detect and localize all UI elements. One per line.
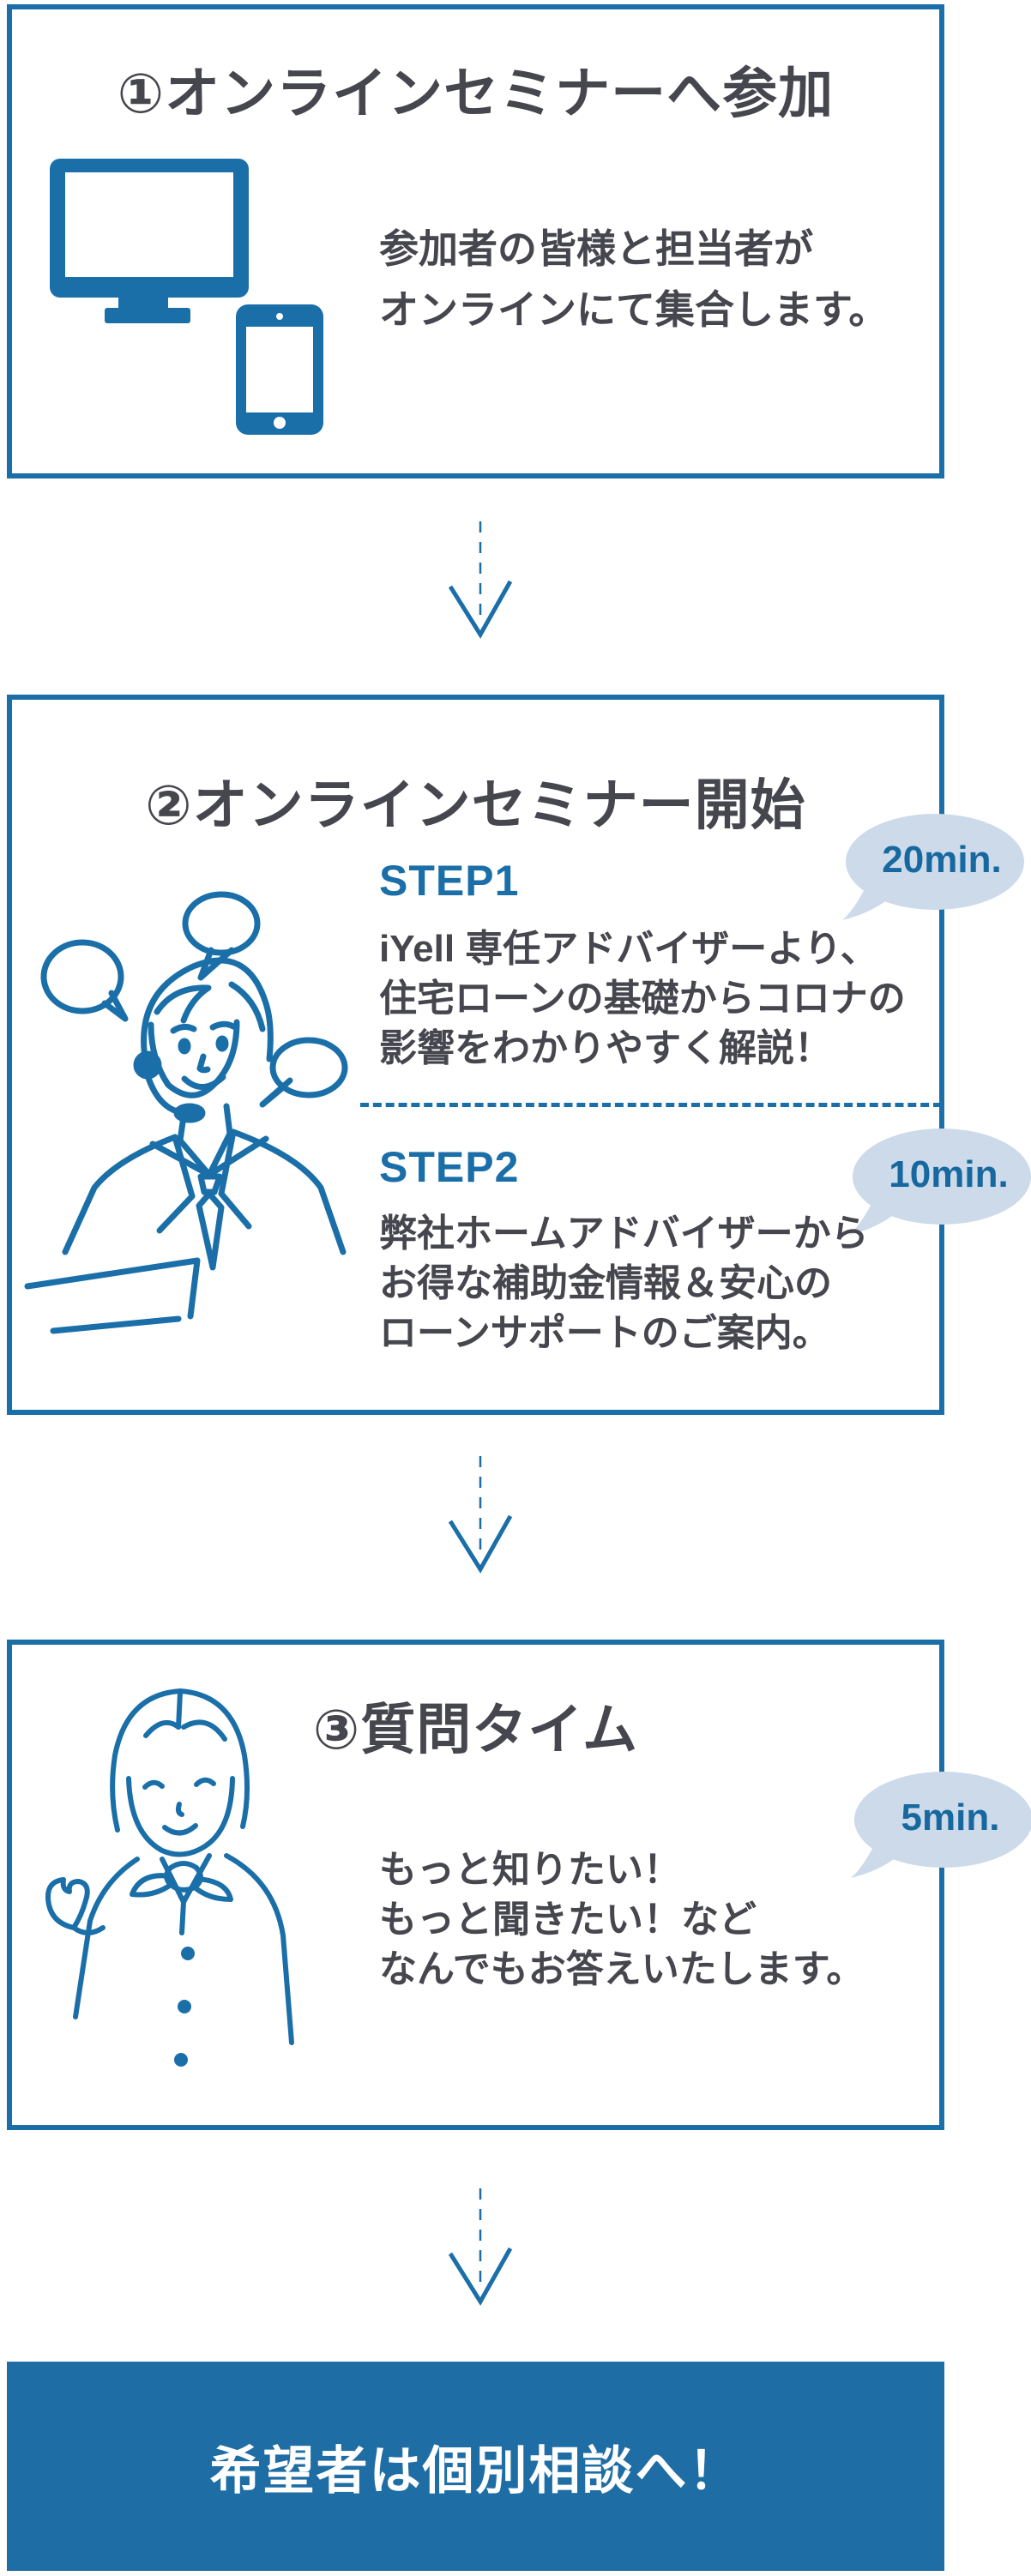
question-duration-label: 5min. bbox=[901, 1797, 1000, 1839]
step2-duration-bubble bbox=[849, 1129, 1031, 1235]
body-line: オンラインにて集合します。 bbox=[379, 287, 889, 332]
devices-illustration bbox=[50, 159, 323, 435]
step1-duration-label: 20min. bbox=[882, 839, 1002, 881]
body-line: 住宅ローンの基礎からコロナの bbox=[379, 978, 906, 1020]
question-duration-bubble bbox=[851, 1772, 1031, 1878]
advisor-woman-illustration bbox=[45, 1688, 294, 2067]
seminar-speaker-illustration bbox=[24, 891, 348, 1334]
body-line: もっと知りたい！ bbox=[379, 1849, 681, 1891]
question-body: もっと知りたい！ もっと聞きたい！など なんでもお答えいたします。 bbox=[379, 1845, 864, 1995]
body-line: 参加者の皆様と担当者が bbox=[379, 226, 813, 271]
body-line: お得な補助金情報＆安心の bbox=[379, 1262, 832, 1304]
speech-bubble-icon bbox=[40, 939, 129, 1022]
body-line: iYell 専任アドバイザーより、 bbox=[379, 928, 878, 970]
down-arrow-icon bbox=[448, 521, 513, 639]
step1-label: STEP1 bbox=[379, 857, 520, 905]
body-line: 影響をわかりやすく解説！ bbox=[379, 1027, 832, 1069]
step2-duration-label: 10min. bbox=[889, 1153, 1009, 1195]
monitor-icon bbox=[50, 159, 249, 323]
body-line: 弊社ホームアドバイザーから bbox=[379, 1213, 869, 1255]
speech-bubble-icon bbox=[259, 1037, 348, 1108]
step1-body: 参加者の皆様と担当者が オンラインにて集合します。 bbox=[379, 219, 888, 340]
advisor-figure bbox=[45, 1688, 294, 2067]
body-line: ローンサポートのご案内。 bbox=[379, 1312, 830, 1354]
step1-duration-bubble bbox=[842, 814, 1024, 920]
step1-body: iYell 専任アドバイザーより、 住宅ローンの基礎からコロナの 影響をわかりや… bbox=[379, 924, 906, 1074]
step2-title: ②オンラインセミナー開始 bbox=[145, 774, 806, 836]
step2-label: STEP2 bbox=[379, 1143, 520, 1191]
speaker-figure bbox=[24, 957, 347, 1334]
consultation-banner-label: 希望者は個別相談へ！ bbox=[209, 2441, 742, 2500]
body-line: もっと聞きたい！など bbox=[379, 1899, 757, 1941]
consultation-banner: 希望者は個別相談へ！ bbox=[7, 2362, 944, 2571]
down-arrow-icon bbox=[448, 2188, 513, 2306]
dashed-divider bbox=[360, 1103, 942, 1107]
step2-body: 弊社ホームアドバイザーから お得な補助金情報＆安心の ローンサポートのご案内。 bbox=[379, 1209, 869, 1358]
step-box-2 bbox=[7, 695, 944, 1415]
down-arrow-icon bbox=[448, 1456, 513, 1574]
body-line: なんでもお答えいたします。 bbox=[379, 1948, 865, 1990]
step1-title: ①オンラインセミナーへ参加 bbox=[117, 63, 835, 124]
step3-title: ③質問タイム bbox=[313, 1699, 638, 1760]
tablet-icon bbox=[236, 304, 323, 435]
